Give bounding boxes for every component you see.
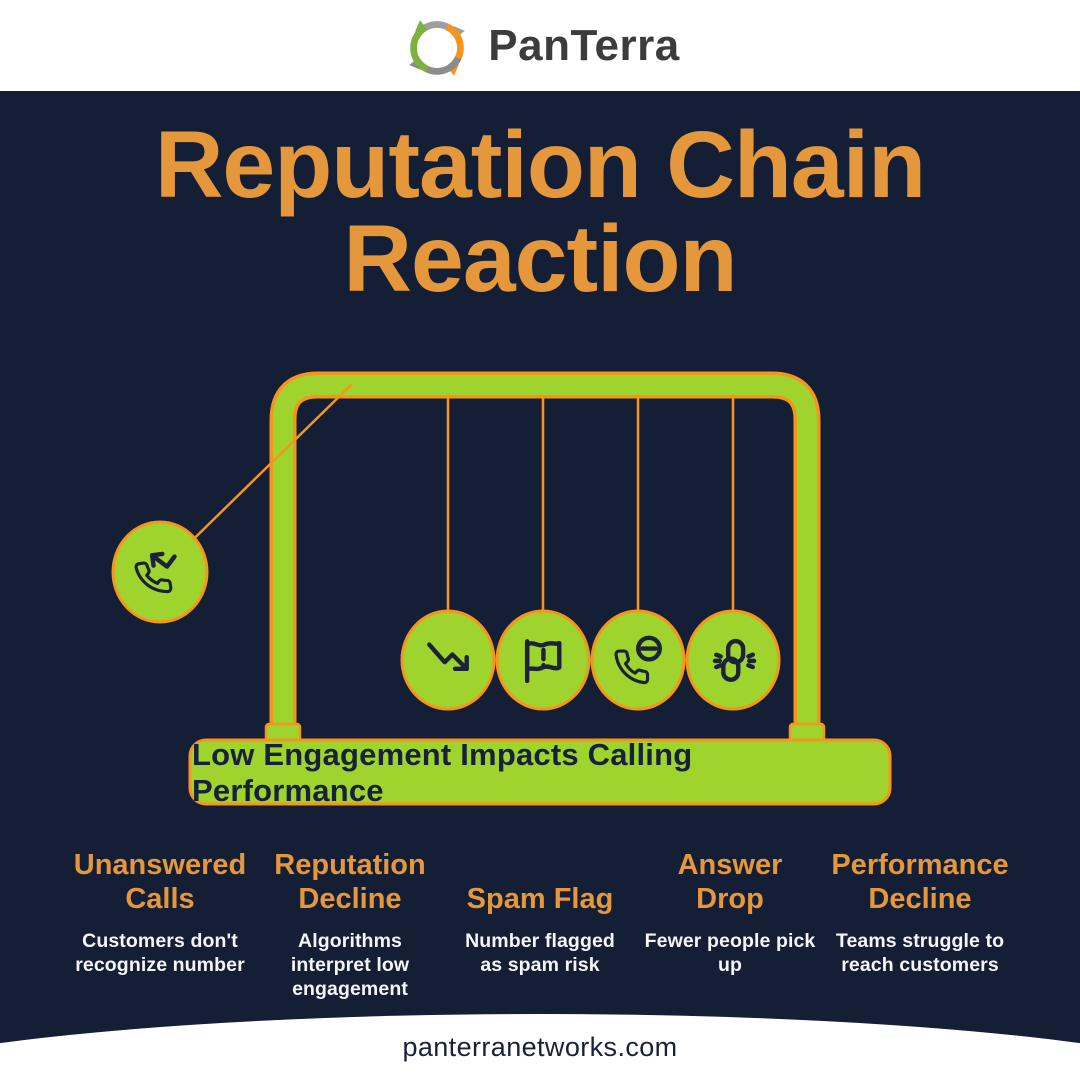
step-spam-flag: Spam Flag Number flagged as spam risk (448, 845, 632, 1001)
step-title: Performance Decline (831, 849, 1009, 915)
base-banner-text: Low Engagement Impacts Calling Performan… (192, 737, 693, 808)
step-title: Answer Drop (677, 849, 783, 915)
step-reputation-decline: Reputation Decline Algorithms interpret … (258, 845, 442, 1001)
footer-curve (0, 1014, 1080, 1080)
circular-arrows-icon (409, 19, 465, 76)
ball-call-blocked (590, 609, 686, 711)
call-blocked-icon (614, 635, 662, 685)
ball-trend-down (400, 609, 496, 711)
ball-spam-flag (495, 609, 591, 711)
ball-broken-link (685, 609, 781, 711)
step-performance-decline: Performance Decline Teams struggle to re… (828, 845, 1012, 1001)
step-description: Number flagged as spam risk (465, 930, 615, 976)
brand-name: PanTerra (488, 20, 680, 70)
step-description: Algorithms interpret low engagement (290, 930, 410, 1000)
header-bar: PanTerra (0, 0, 1080, 91)
spam-flag-icon (524, 639, 562, 684)
ball-missed-call (111, 520, 209, 624)
step-title: Reputation Decline (274, 849, 426, 915)
step-description: Fewer people pick up (644, 930, 816, 976)
step-description: Customers don't recognize number (75, 930, 245, 976)
cradle-base (188, 738, 892, 806)
newtons-cradle-graphic (111, 371, 892, 806)
broken-link-icon (712, 638, 757, 683)
step-unanswered-calls: Unanswered Calls Customers don't recogni… (68, 845, 252, 1001)
page-title: Reputation Chain Reaction (154, 112, 926, 313)
step-answer-drop: Answer Drop Fewer people pick up (638, 845, 822, 1001)
steps-row: Unanswered Calls Customers don't recogni… (68, 845, 1012, 1001)
footer-url: panterranetworks.com (402, 1032, 678, 1062)
step-description: Teams struggle to reach customers (835, 930, 1005, 976)
step-title: Unanswered Calls (73, 849, 247, 915)
trend-down-icon (427, 642, 469, 672)
missed-call-icon (134, 551, 177, 594)
step-title: Spam Flag (466, 882, 614, 915)
